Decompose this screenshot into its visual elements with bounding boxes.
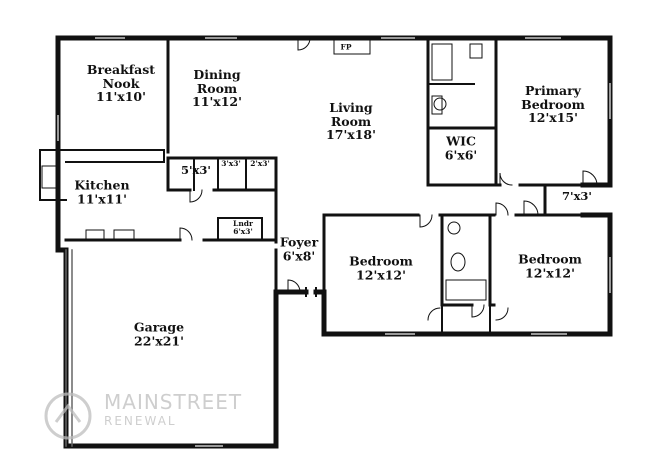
watermark-subtext: RENEWAL (104, 414, 177, 428)
room-name: Garage (133, 319, 185, 335)
room-closet-2x3: 2'x3' (250, 158, 270, 168)
door-swing (189, 189, 203, 203)
room-dims: 6'x8' (282, 248, 316, 263)
kitchen-counter (39, 149, 165, 201)
toilet (469, 43, 483, 59)
interior-wall (441, 304, 491, 335)
room-name: Primary Bedroom (521, 82, 585, 112)
door-swing (471, 304, 485, 318)
door-swing (495, 202, 509, 216)
room-dims: 12'x15' (528, 109, 578, 125)
fireplace (333, 39, 371, 55)
room-name: Living Room (329, 99, 373, 129)
room-dims: 11'x10' (96, 88, 146, 104)
room-name: Kitchen (74, 177, 130, 193)
watermark-logo-icon (44, 392, 92, 440)
door-swing (499, 172, 513, 186)
room-name: Lndr (233, 218, 253, 228)
interior-wall (426, 36, 498, 187)
interior-wall (426, 36, 585, 217)
toilet (450, 252, 466, 272)
room-name: Bedroom (518, 251, 582, 267)
room-bedroom-2: Bedroom 12'x12' (349, 253, 413, 282)
door-swing (582, 170, 598, 186)
room-name: WIC (446, 133, 476, 149)
refrigerator (113, 229, 135, 241)
room-dims: 22'x21' (134, 333, 184, 348)
room-foyer: Foyer 6'x8' (279, 234, 319, 263)
room-laundry: Lndr 6'x3' (233, 218, 253, 236)
fireplace-label: FP (340, 42, 352, 52)
bathtub (431, 43, 453, 81)
room-name: Foyer (279, 234, 319, 250)
sink (447, 221, 461, 235)
door-swing (523, 200, 539, 216)
interior-wall (166, 36, 278, 244)
room-dims: 2'x3' (250, 158, 270, 168)
room-breakfast-nook: Breakfast Nook 11'x10' (87, 63, 155, 104)
watermark: MAINSTREET RENEWAL (42, 388, 272, 448)
room-dims: 12'x12' (356, 267, 406, 282)
room-dims: 3'x3' (221, 158, 241, 168)
door-swing (287, 279, 301, 293)
room-living: Living Room 17'x18' (326, 101, 376, 142)
room-garage: Garage 22'x21' (133, 319, 185, 348)
entry-step (305, 287, 317, 297)
room-dims: 17'x18' (326, 126, 376, 142)
room-dims: 7'x3' (562, 188, 592, 203)
room-name: Dining Room (193, 66, 241, 96)
range (85, 229, 105, 241)
room-closet-7x3: 7'x3' (562, 188, 592, 203)
room-dims: 11'x11' (77, 191, 127, 206)
interior-wall (217, 217, 263, 241)
room-dims: 5'x3' (181, 162, 211, 177)
room-closet-5x3: 5'x3' (181, 162, 211, 177)
room-dims: 6'x6' (444, 147, 478, 162)
door-swing (179, 227, 193, 241)
room-wic: WIC 6'x6' (444, 133, 478, 162)
room-dining: Dining Room 11'x12' (192, 68, 242, 109)
sink (433, 97, 447, 111)
interior-wall (193, 157, 247, 191)
room-dims: 11'x12' (192, 93, 242, 109)
bathtub (445, 279, 487, 301)
watermark-text: MAINSTREET (104, 390, 243, 414)
room-name: Bedroom (349, 253, 413, 269)
room-kitchen: Kitchen 11'x11' (74, 177, 130, 206)
room-name: Breakfast Nook (86, 61, 156, 91)
room-bedroom-3: Bedroom 12'x12' (518, 251, 582, 280)
window (57, 83, 611, 293)
bath-vanity (431, 95, 443, 115)
door-swing (297, 37, 311, 51)
room-dims: 12'x12' (525, 265, 575, 280)
window (195, 333, 567, 447)
door-swing (495, 307, 509, 321)
room-closet-3x3: 3'x3' (221, 158, 241, 168)
room-primary-bedroom: Primary Bedroom 12'x15' (521, 84, 585, 125)
kitchen-sink (41, 165, 57, 189)
room-dims: 6'x3' (233, 227, 253, 236)
door-swing (427, 307, 441, 321)
door-swing (419, 214, 433, 228)
